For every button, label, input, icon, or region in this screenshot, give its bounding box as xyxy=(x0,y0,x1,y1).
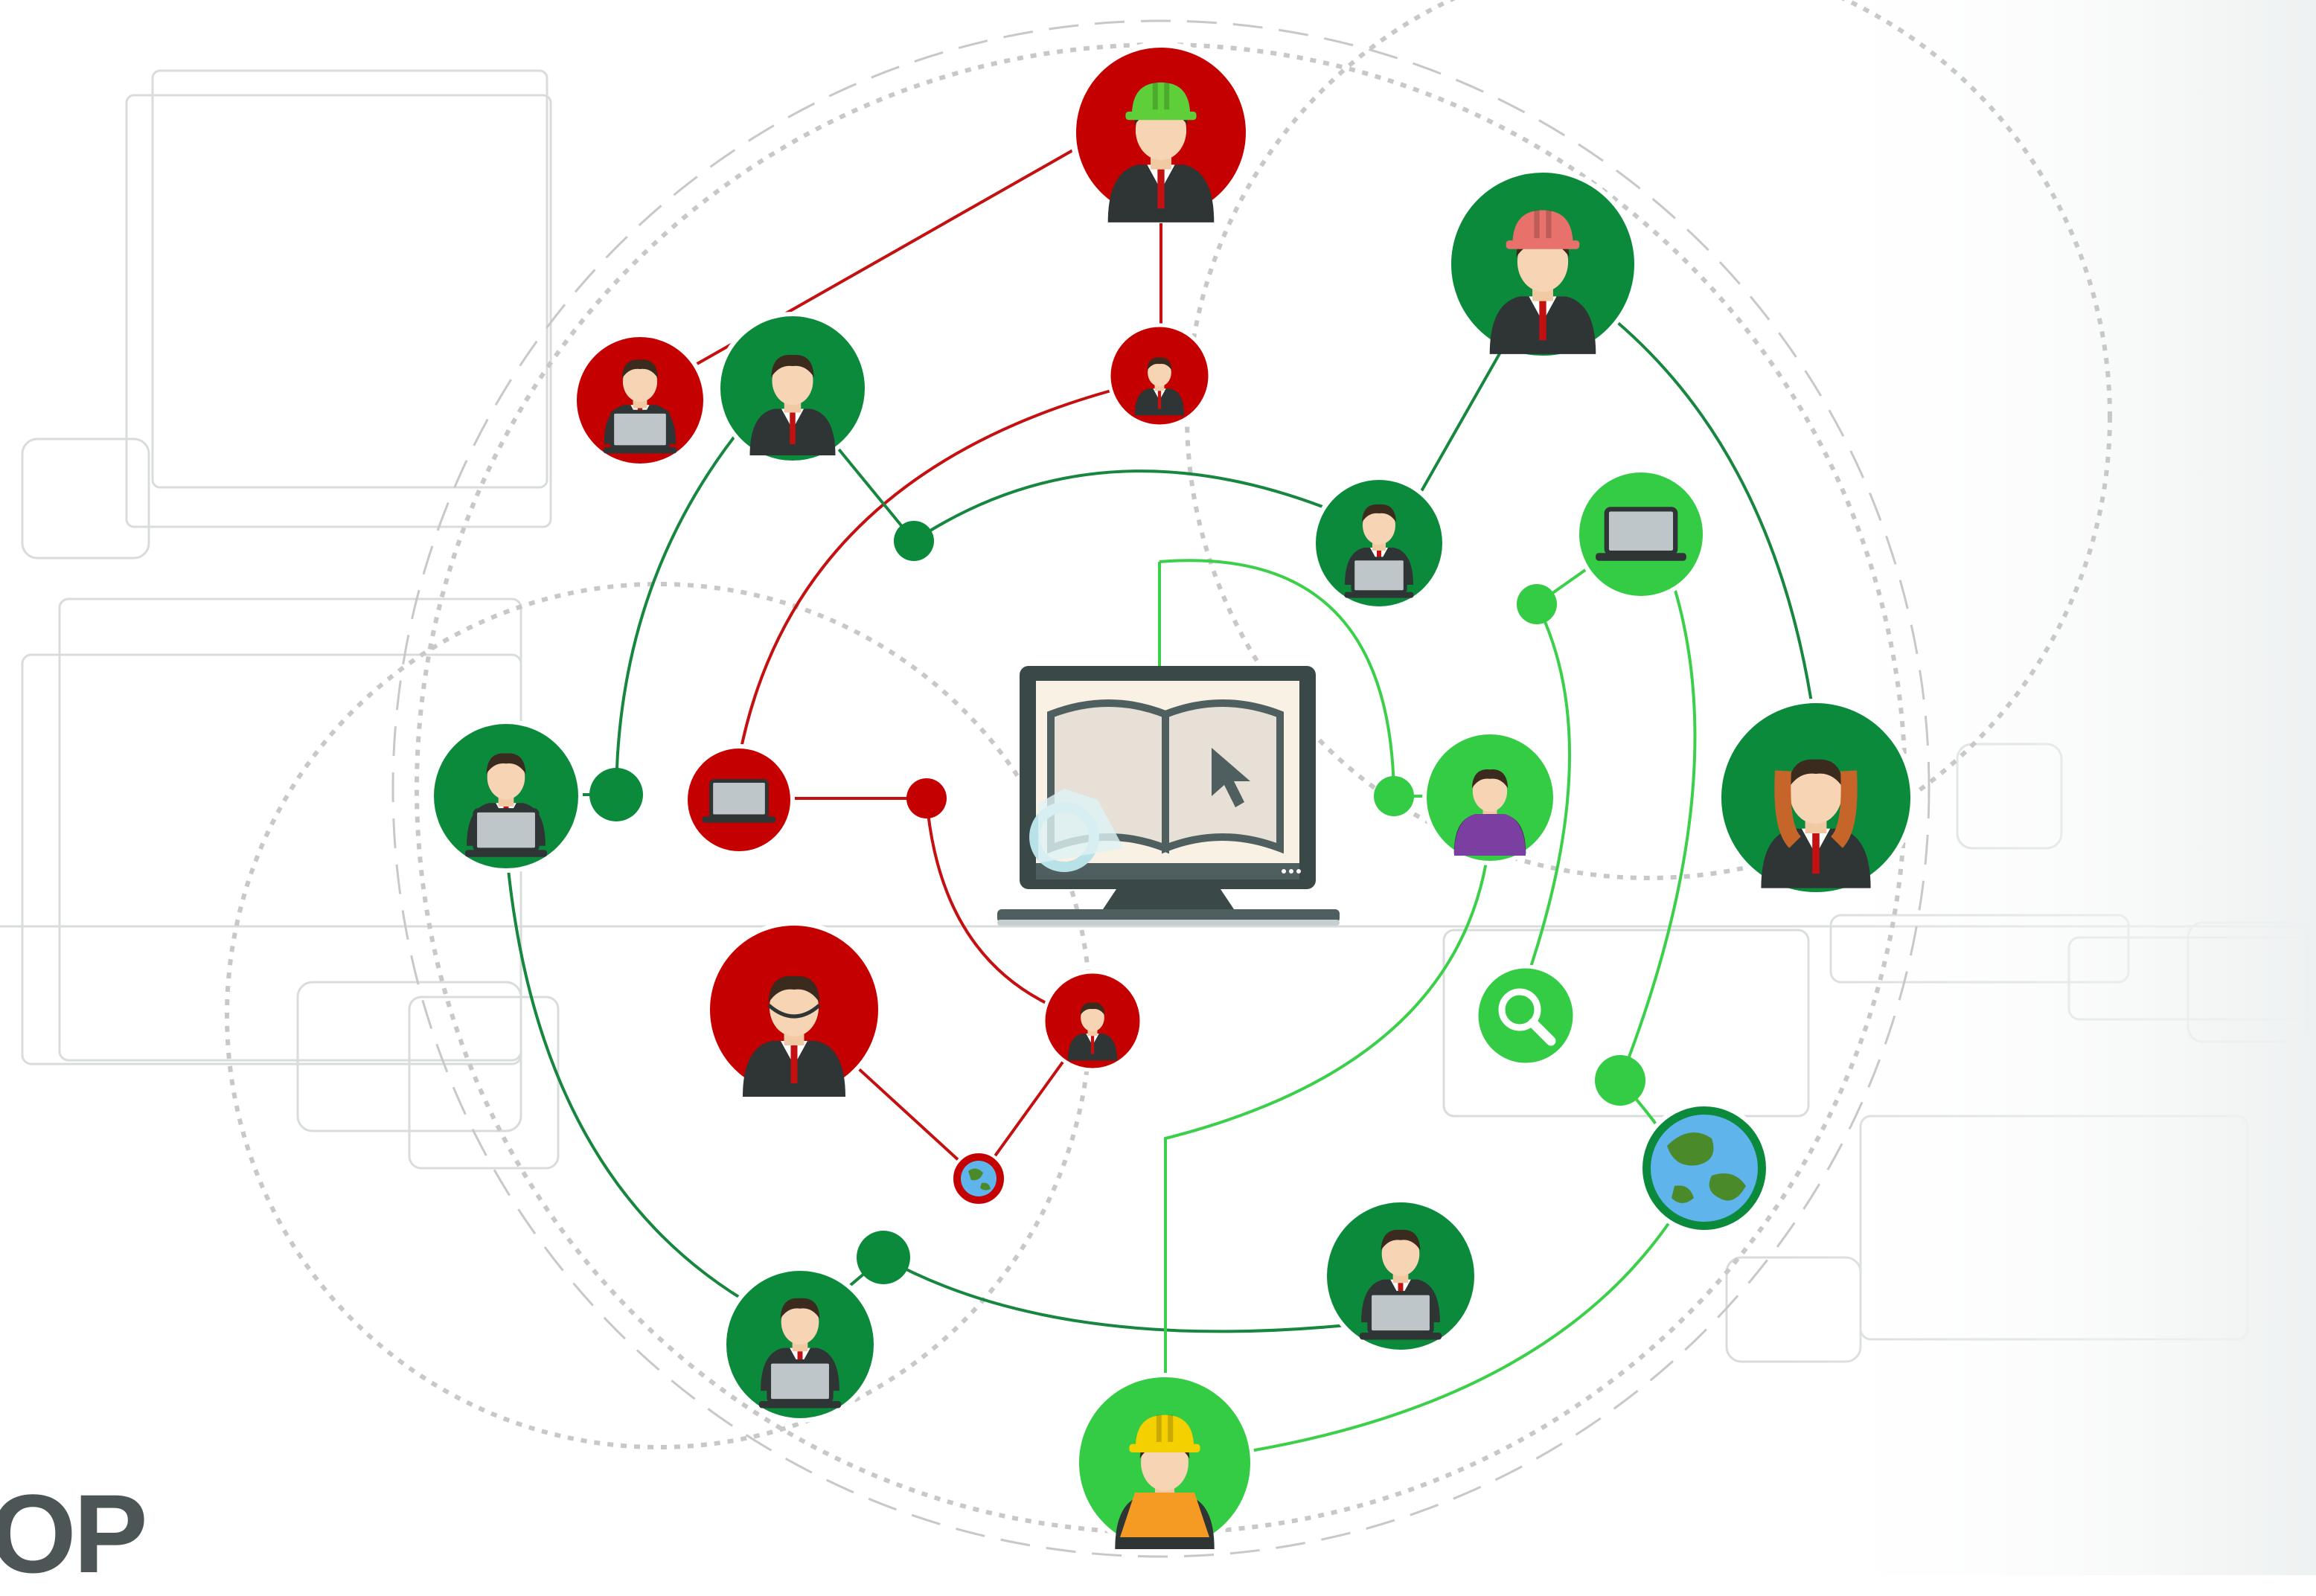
node-person-red-lower xyxy=(1041,970,1144,1072)
magnifier-icon xyxy=(1498,988,1556,1046)
node-magnifier-light-green xyxy=(1474,964,1577,1067)
red-connections xyxy=(645,144,1162,1180)
node-man-headset-red xyxy=(706,921,883,1098)
node-businessman-green xyxy=(716,312,869,465)
node-worker-light-green xyxy=(1075,1373,1255,1553)
node-person-red-small xyxy=(1107,323,1212,429)
node-man-laptop-green-lower xyxy=(722,1266,878,1423)
node-woman-hardhat-green xyxy=(1447,168,1639,360)
node-businesswoman-green xyxy=(1717,699,1915,897)
junction-dots xyxy=(589,521,1645,1284)
node-globe-green xyxy=(1638,1102,1770,1234)
node-woman-laptop-green xyxy=(1311,475,1447,611)
node-businesswoman-light-green xyxy=(1422,730,1558,865)
monitor-open-book-cursor-gear-icon xyxy=(997,666,1340,926)
node-globe-red xyxy=(950,1150,1007,1207)
node-engineer-red xyxy=(1070,42,1252,223)
node-person-laptop-red xyxy=(572,333,708,468)
corner-text: OP xyxy=(0,1471,148,1596)
node-woman-laptop-green-lower xyxy=(1322,1198,1479,1354)
node-laptop-red xyxy=(683,744,795,856)
node-man-laptop-green xyxy=(429,720,583,873)
node-laptop-light-green xyxy=(1575,468,1707,600)
globe-icon xyxy=(1651,1115,1758,1222)
